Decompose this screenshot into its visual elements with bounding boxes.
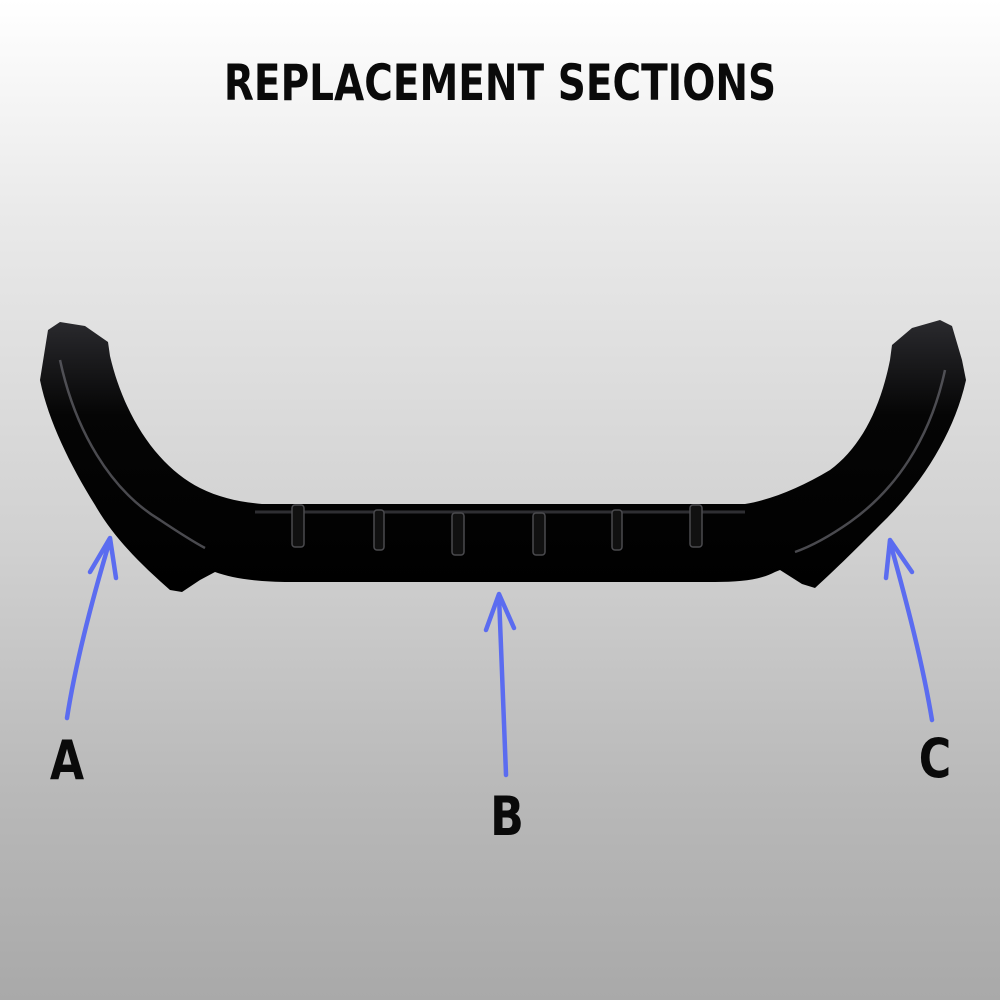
center-fins	[291, 504, 703, 556]
arrow-c	[883, 537, 935, 723]
right-wing-highlight	[794, 369, 947, 554]
front-splitter-body	[40, 320, 966, 592]
left-wing-highlight	[58, 359, 206, 550]
arrow-b	[483, 591, 517, 778]
section-label-b: B	[490, 785, 524, 848]
arrow-a	[64, 535, 119, 721]
page-title: REPLACEMENT SECTIONS	[223, 54, 777, 112]
section-label-c: C	[918, 727, 952, 790]
section-label-a: A	[49, 729, 85, 792]
